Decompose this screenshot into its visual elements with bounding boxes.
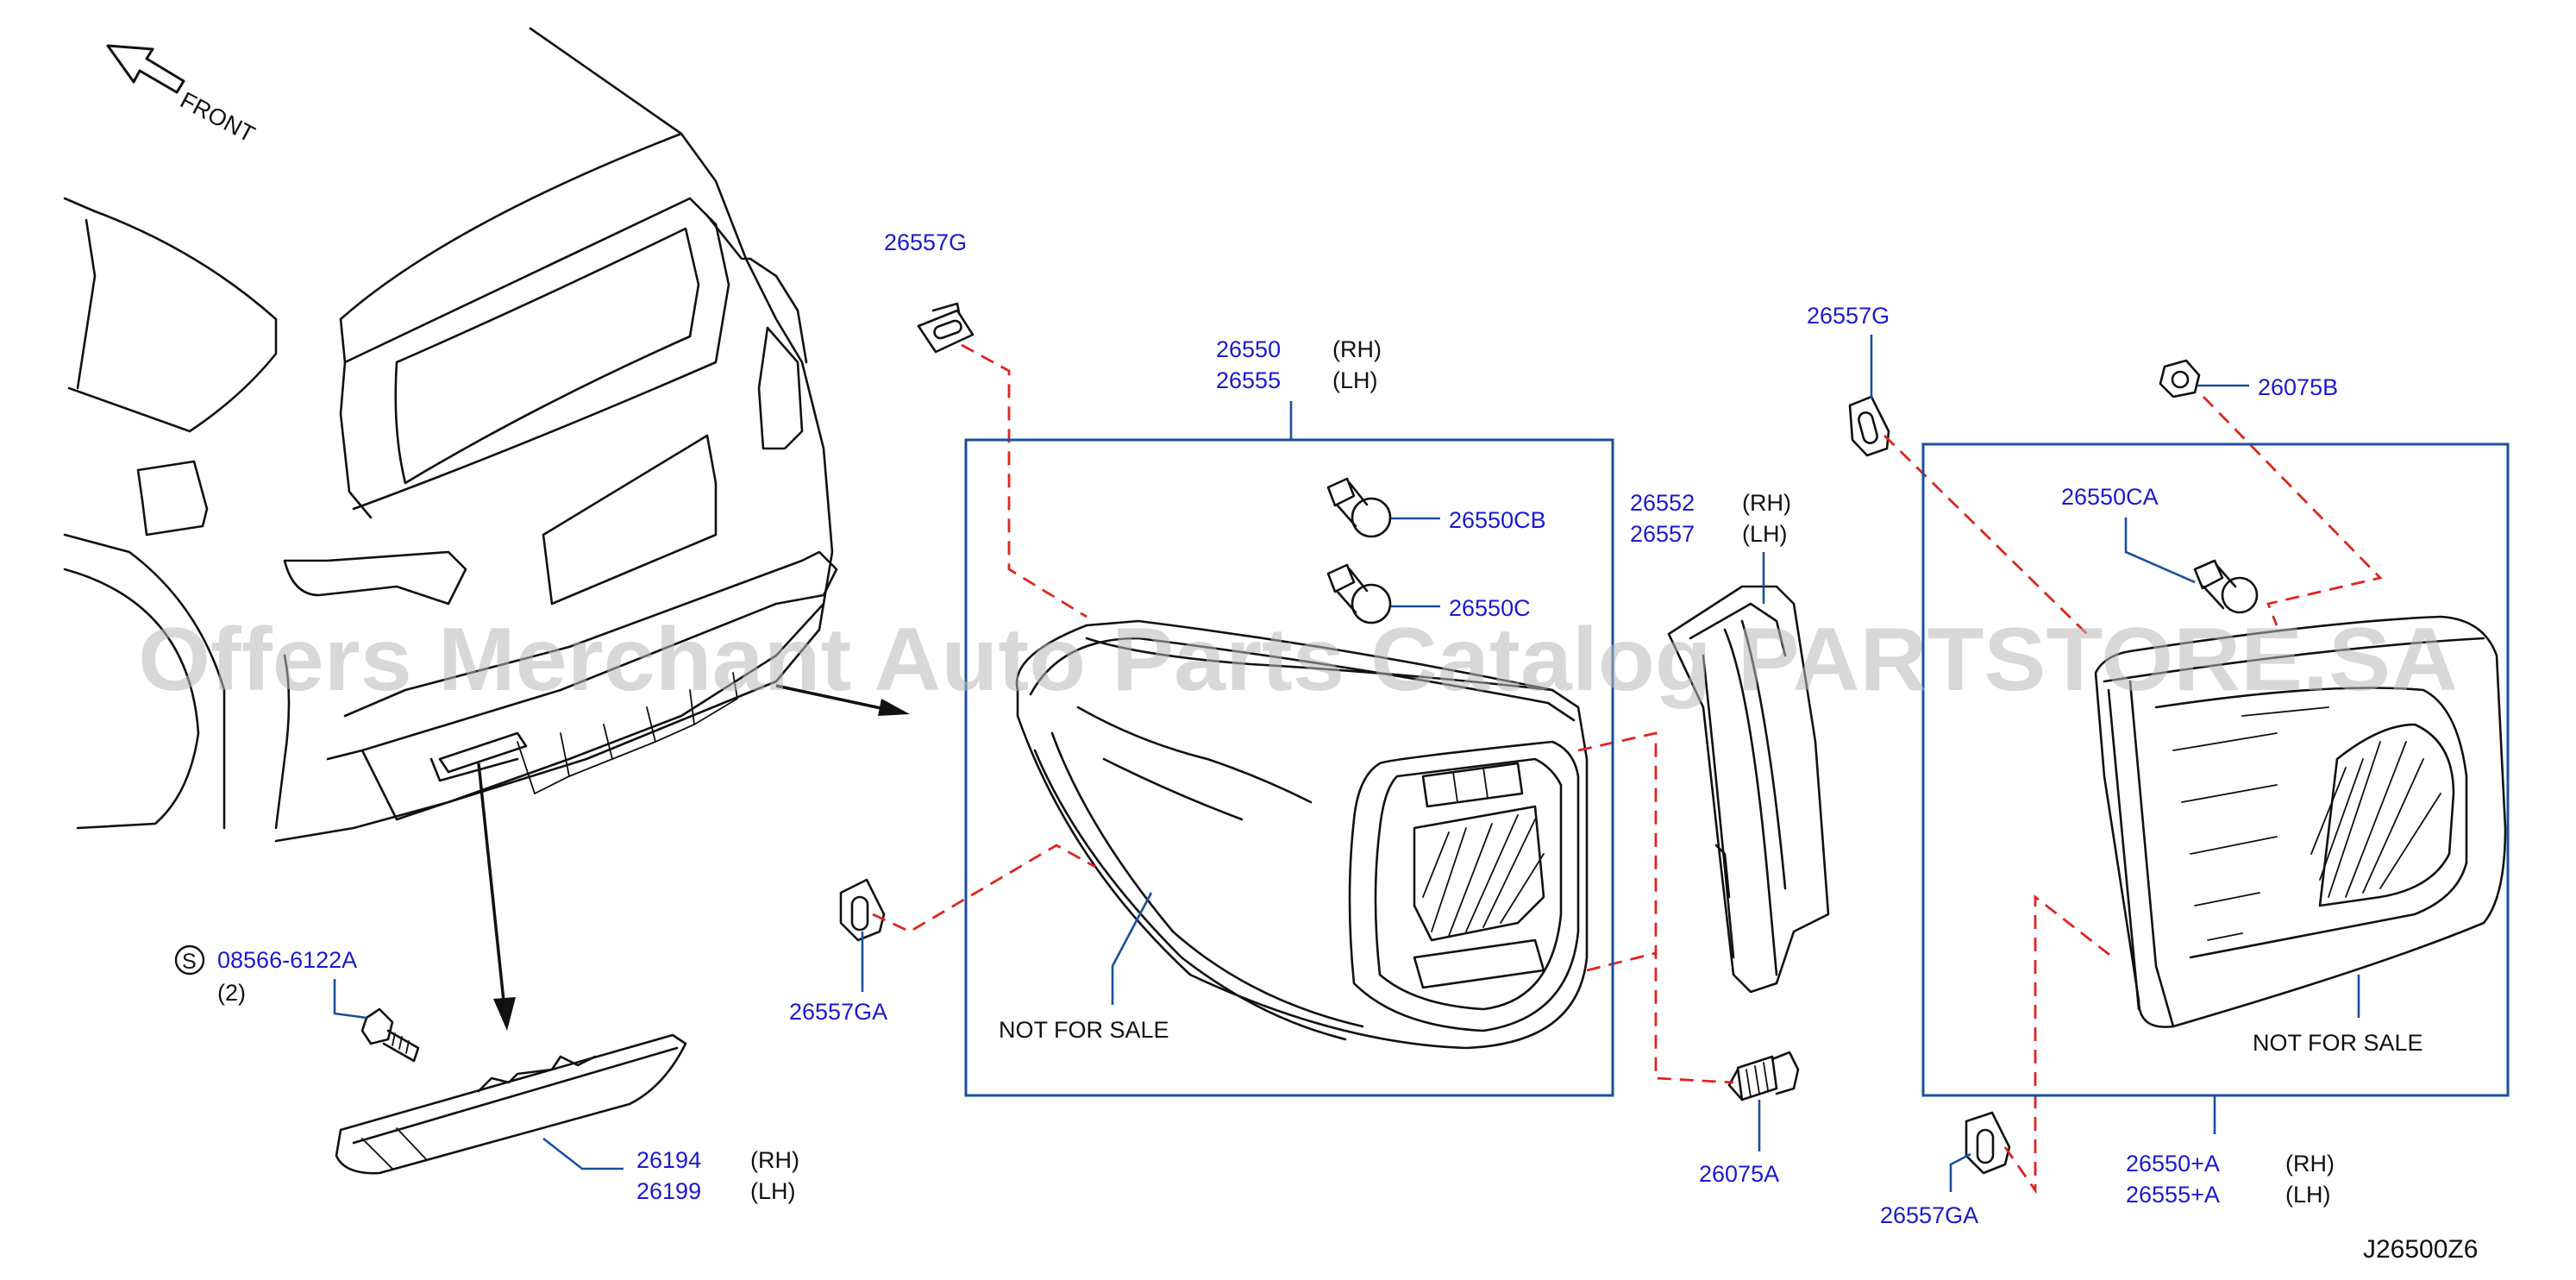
leader-lines xyxy=(333,335,2360,1192)
side-lh-26557: (LH) xyxy=(1742,521,1788,547)
vehicle-rear-illustration xyxy=(63,27,838,843)
bulb-26550CA-illustration xyxy=(2193,559,2259,614)
screw-symbol: S xyxy=(182,950,197,974)
clip-26557G-a-illustration xyxy=(917,302,975,354)
screw-symbol-circle xyxy=(174,944,205,976)
clip-26557GA-b-illustration xyxy=(1965,1111,2011,1175)
watermark-text: Offers Merchant Auto Parts Catalog PARTS… xyxy=(138,610,2458,710)
callout-labels: 26557G 26550 (RH) 26555 (LH) 26550CB 265… xyxy=(174,229,2478,1264)
part-26550CB: 26550CB xyxy=(1449,507,1546,533)
side-rh-26194: (RH) xyxy=(750,1147,799,1173)
part-26555A: 26555+A xyxy=(2126,1182,2220,1208)
part-26557: 26557 xyxy=(1630,521,1695,547)
front-label: FRONT xyxy=(176,87,259,147)
bulb-26550C-illustration xyxy=(1326,563,1392,624)
diagram-code: J26500Z6 xyxy=(2363,1235,2478,1264)
part-26550CA: 26550CA xyxy=(2061,484,2159,510)
part-26557G-a: 26557G xyxy=(884,229,967,255)
side-rh-26550: (RH) xyxy=(1332,336,1382,362)
part-26552: 26552 xyxy=(1630,490,1695,516)
side-lh-26199: (LH) xyxy=(750,1178,796,1204)
part-08566-6122A: 08566-6122A xyxy=(217,947,357,973)
part-26075A: 26075A xyxy=(1699,1161,1779,1187)
outer-lamp-frame xyxy=(964,438,1614,1097)
clip-26557GA-a-illustration xyxy=(839,878,886,942)
side-lh-26555: (LH) xyxy=(1332,367,1378,393)
part-26550A: 26550+A xyxy=(2126,1151,2220,1176)
part-26075B: 26075B xyxy=(2258,374,2338,400)
inner-lamp-frame xyxy=(1921,442,2510,1097)
not-for-sale-outer: NOT FOR SALE xyxy=(999,1017,1169,1043)
part-26557GA-a: 26557GA xyxy=(789,999,887,1025)
gasket-26552-illustration xyxy=(1667,585,1830,994)
not-for-sale-inner: NOT FOR SALE xyxy=(2253,1030,2423,1056)
quantity-08566: (2) xyxy=(217,980,246,1006)
part-26199: 26199 xyxy=(636,1178,701,1204)
bulb-26550CB-illustration xyxy=(1326,477,1392,538)
part-26555: 26555 xyxy=(1216,367,1281,393)
nut-26075B-illustration xyxy=(2159,359,2201,398)
part-26194: 26194 xyxy=(636,1147,701,1173)
part-26557GA-b: 26557GA xyxy=(1880,1202,1978,1228)
clip-26557G-b-illustration xyxy=(1848,395,1890,457)
inner-combination-lamp-illustration xyxy=(2094,615,2507,1028)
screw-26075A-illustration xyxy=(1727,1051,1800,1101)
side-rh-26550A: (RH) xyxy=(2285,1151,2335,1176)
part-26550C: 26550C xyxy=(1449,595,1531,621)
assembly-dashed-lines xyxy=(872,343,2383,1195)
bolt-illustration xyxy=(360,1007,420,1063)
pointer-arrows xyxy=(477,684,910,1031)
front-direction-arrow: FRONT xyxy=(106,44,259,147)
part-26557G-b: 26557G xyxy=(1807,303,1890,329)
side-reflector-illustration xyxy=(335,1033,687,1175)
side-lh-26555A: (LH) xyxy=(2285,1182,2331,1208)
outer-combination-lamp-illustration xyxy=(1015,619,1589,1050)
side-rh-26552: (RH) xyxy=(1742,490,1791,516)
part-26550: 26550 xyxy=(1216,336,1281,362)
